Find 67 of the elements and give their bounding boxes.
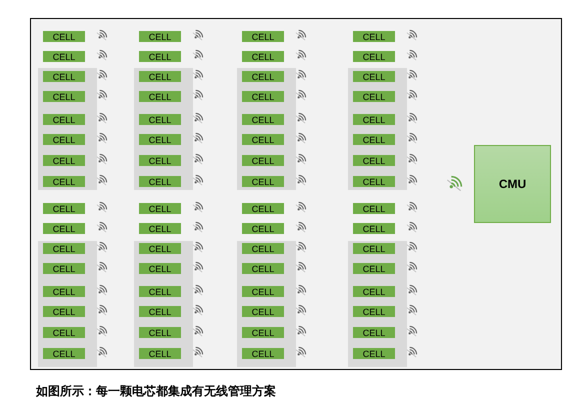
cell-box: CELL [43, 51, 85, 62]
cell-box: CELL [242, 71, 284, 82]
cell-box: CELL [353, 51, 395, 62]
cell-box: CELL [43, 134, 85, 145]
cell-box: CELL [353, 134, 395, 145]
cell-box: CELL [242, 327, 284, 338]
cell-box: CELL [242, 51, 284, 62]
cell-box: CELL [353, 223, 395, 234]
cell-box: CELL [43, 286, 85, 297]
cell-box: CELL [353, 176, 395, 187]
caption: 如图所示：每一颗电芯都集成有无线管理方案 [36, 383, 276, 400]
cell-box: CELL [139, 306, 181, 317]
cell-box: CELL [353, 286, 395, 297]
cell-box: CELL [43, 91, 85, 102]
cell-box: CELL [139, 223, 181, 234]
cell-box: CELL [353, 114, 395, 125]
cell-box: CELL [242, 31, 284, 42]
cell-box: CELL [353, 203, 395, 214]
cell-box: CELL [353, 243, 395, 254]
cell-box: CELL [43, 306, 85, 317]
cell-box: CELL [139, 203, 181, 214]
cell-box: CELL [139, 176, 181, 187]
cell-box: CELL [139, 71, 181, 82]
cell-box: CELL [353, 155, 395, 166]
cell-box: CELL [139, 91, 181, 102]
cell-box: CELL [43, 203, 85, 214]
cell-box: CELL [139, 114, 181, 125]
cell-box: CELL [139, 286, 181, 297]
cell-box: CELL [43, 327, 85, 338]
frame-box [30, 18, 562, 370]
cell-box: CELL [43, 243, 85, 254]
cell-box: CELL [43, 114, 85, 125]
cell-box: CELL [353, 327, 395, 338]
cell-box: CELL [242, 176, 284, 187]
cell-box: CELL [353, 91, 395, 102]
cell-box: CELL [242, 134, 284, 145]
cell-box: CELL [43, 31, 85, 42]
cell-box: CELL [353, 263, 395, 274]
cell-box: CELL [139, 327, 181, 338]
cell-box: CELL [139, 155, 181, 166]
cell-box: CELL [353, 71, 395, 82]
cell-box: CELL [353, 348, 395, 359]
cell-box: CELL [242, 155, 284, 166]
cell-box: CELL [242, 348, 284, 359]
cell-box: CELL [43, 348, 85, 359]
cell-box: CELL [242, 263, 284, 274]
cell-box: CELL [242, 306, 284, 317]
cell-box: CELL [242, 91, 284, 102]
cmu-box: CMU [474, 145, 551, 223]
cell-box: CELL [242, 114, 284, 125]
cell-box: CELL [353, 306, 395, 317]
cell-box: CELL [43, 176, 85, 187]
cell-box: CELL [139, 263, 181, 274]
cell-box: CELL [43, 223, 85, 234]
cell-box: CELL [43, 155, 85, 166]
cell-box: CELL [242, 243, 284, 254]
cell-box: CELL [139, 243, 181, 254]
cell-box: CELL [139, 134, 181, 145]
cell-box: CELL [43, 71, 85, 82]
cell-box: CELL [242, 203, 284, 214]
cell-box: CELL [139, 51, 181, 62]
cell-box: CELL [353, 31, 395, 42]
cell-box: CELL [139, 31, 181, 42]
cell-box: CELL [139, 348, 181, 359]
cell-box: CELL [43, 263, 85, 274]
cell-box: CELL [242, 223, 284, 234]
cell-box: CELL [242, 286, 284, 297]
